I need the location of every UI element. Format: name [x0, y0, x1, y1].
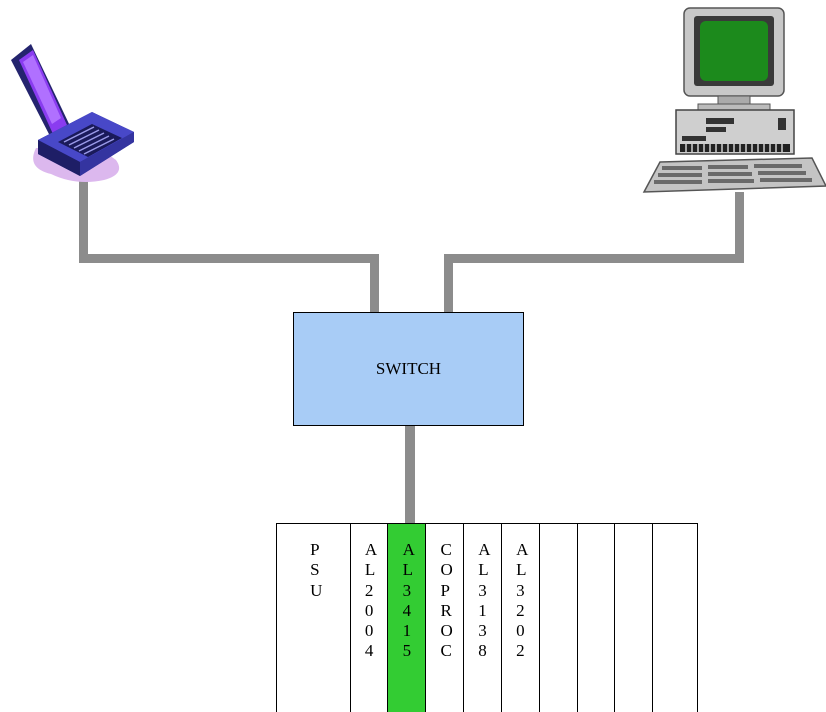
desktop-cable-vertical — [735, 192, 744, 263]
rack-cable — [405, 426, 415, 523]
switch-box: SWITCH — [293, 312, 524, 426]
laptop-cable-horizontal — [79, 254, 379, 263]
rack-slot-label: PSU — [310, 540, 323, 600]
rack-slot — [578, 524, 616, 712]
rack-slot — [540, 524, 578, 712]
laptop-cable-vertical — [79, 163, 88, 263]
laptop-icon — [11, 44, 134, 182]
desktop-cable-drop — [444, 254, 453, 312]
switch-label: SWITCH — [375, 359, 442, 378]
rack-slot-label: AL3202 — [516, 540, 529, 661]
rack-slot-label: AL3138 — [478, 540, 491, 661]
rack-slot-label: COPROC — [440, 540, 453, 661]
laptop-cable-drop — [370, 254, 379, 312]
rack-slot: COPROC — [426, 524, 465, 712]
rack-slot: AL3138 — [464, 524, 502, 712]
module-rack: PSU AL2004 AL3415 COPROC AL3138 AL3202 — [276, 523, 698, 712]
rack-slot: PSU — [277, 524, 351, 712]
rack-slot-label: AL2004 — [364, 540, 378, 661]
rack-slot — [615, 524, 654, 712]
desktop-cable-horizontal — [444, 254, 744, 263]
desktop-computer-icon — [642, 7, 826, 193]
rack-slot-label: AL3415 — [402, 540, 415, 661]
rack-slot: AL3415 — [388, 524, 427, 712]
rack-slot — [653, 524, 697, 712]
rack-slot: AL2004 — [351, 524, 389, 712]
rack-slot: AL3202 — [502, 524, 540, 712]
